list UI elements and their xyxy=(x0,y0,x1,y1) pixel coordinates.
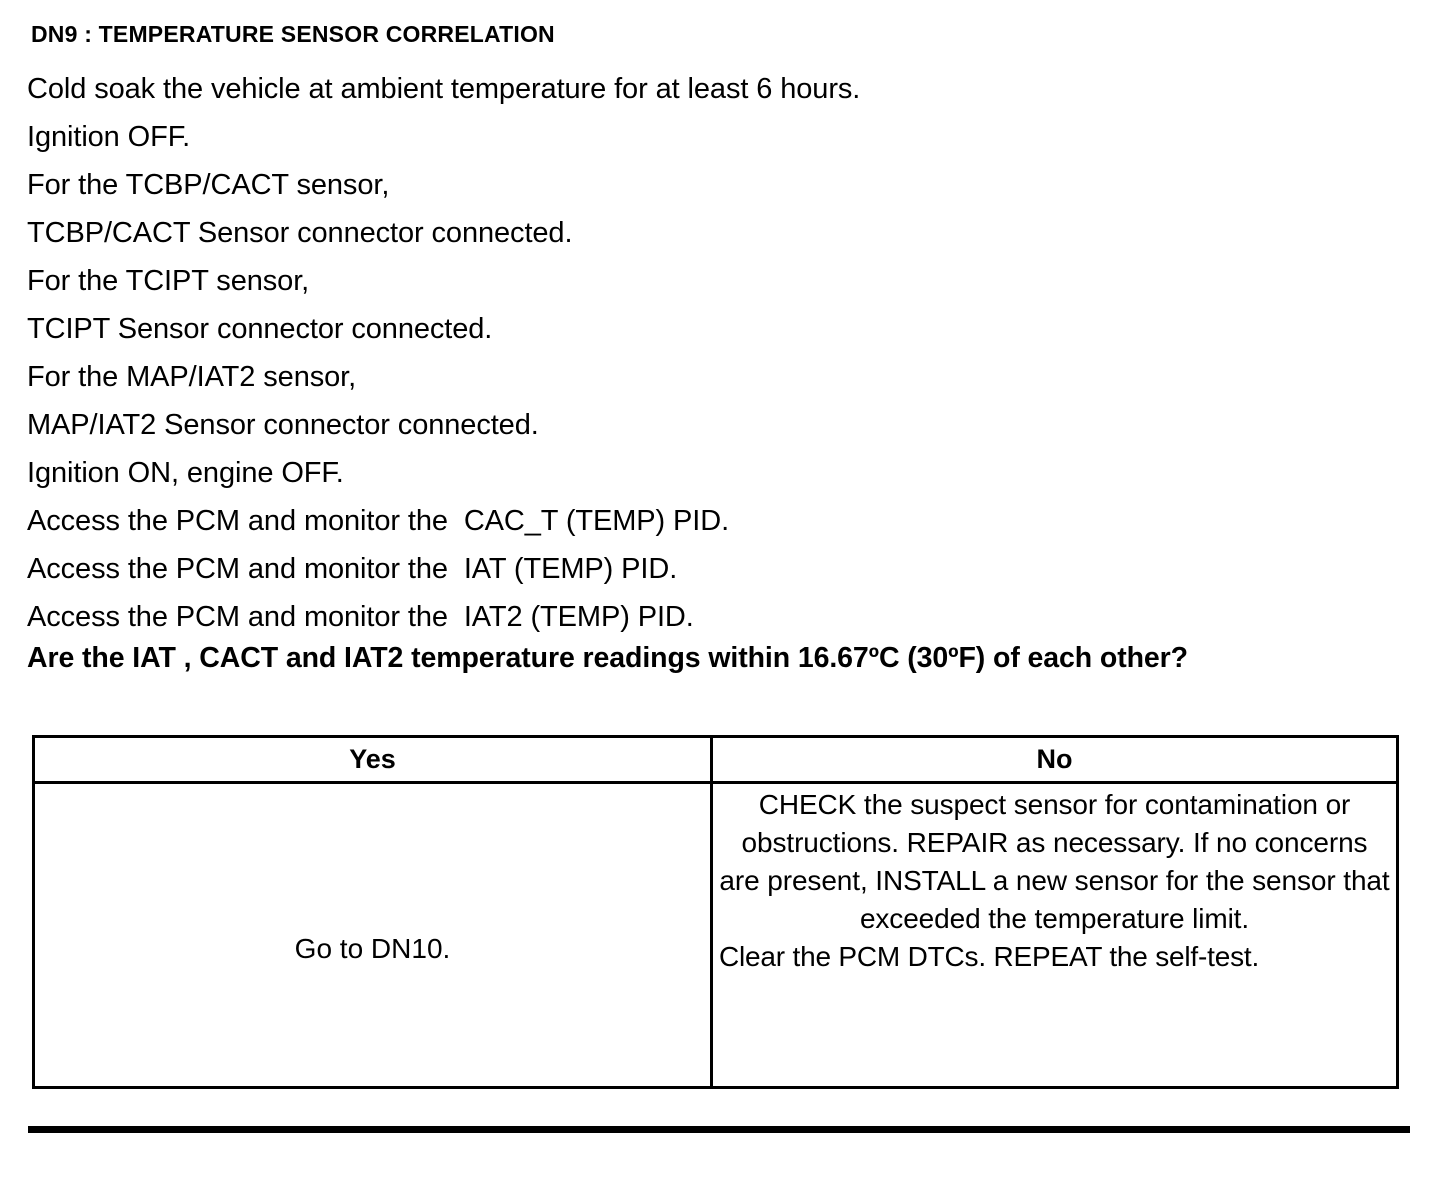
procedure-step: Cold soak the vehicle at ambient tempera… xyxy=(27,73,861,105)
procedure-step: Access the PCM and monitor the CAC_T (TE… xyxy=(27,505,730,537)
decision-question: Are the IAT , CACT and IAT2 temperature … xyxy=(27,642,1188,674)
procedure-step: TCIPT Sensor connector connected. xyxy=(27,313,493,345)
no-action-cell: CHECK the suspect sensor for contaminati… xyxy=(710,781,1399,1089)
yes-action-cell: Go to DN10. xyxy=(32,781,713,1089)
table-row: Go to DN10. CHECK the suspect sensor for… xyxy=(32,781,1399,1089)
procedure-step: Ignition ON, engine OFF. xyxy=(27,457,344,489)
no-action-text-primary: CHECK the suspect sensor for contaminati… xyxy=(719,789,1390,934)
procedure-step: MAP/IAT2 Sensor connector connected. xyxy=(27,409,539,441)
procedure-step: Ignition OFF. xyxy=(27,121,191,153)
procedure-step: For the MAP/IAT2 sensor, xyxy=(27,361,357,393)
decision-table: Yes No Go to DN10. CHECK the suspect sen… xyxy=(32,735,1399,1089)
procedure-step-list: Cold soak the vehicle at ambient tempera… xyxy=(27,65,1417,641)
procedure-step: For the TCIPT sensor, xyxy=(27,265,310,297)
yes-action-text: Go to DN10. xyxy=(294,933,451,964)
column-header-no: No xyxy=(710,735,1399,784)
table-header-row: Yes No xyxy=(32,735,1399,784)
column-header-yes: Yes xyxy=(32,735,713,784)
procedure-step: For the TCBP/CACT sensor, xyxy=(27,169,390,201)
procedure-step: TCBP/CACT Sensor connector connected. xyxy=(27,217,573,249)
procedure-step: Access the PCM and monitor the IAT2 (TEM… xyxy=(27,601,694,633)
page-title: DN9 : TEMPERATURE SENSOR CORRELATION xyxy=(31,21,555,47)
procedure-step: Access the PCM and monitor the IAT (TEMP… xyxy=(27,553,678,585)
no-action-text-secondary: Clear the PCM DTCs. REPEAT the self-test… xyxy=(719,941,1260,972)
footer-divider xyxy=(28,1126,1410,1133)
